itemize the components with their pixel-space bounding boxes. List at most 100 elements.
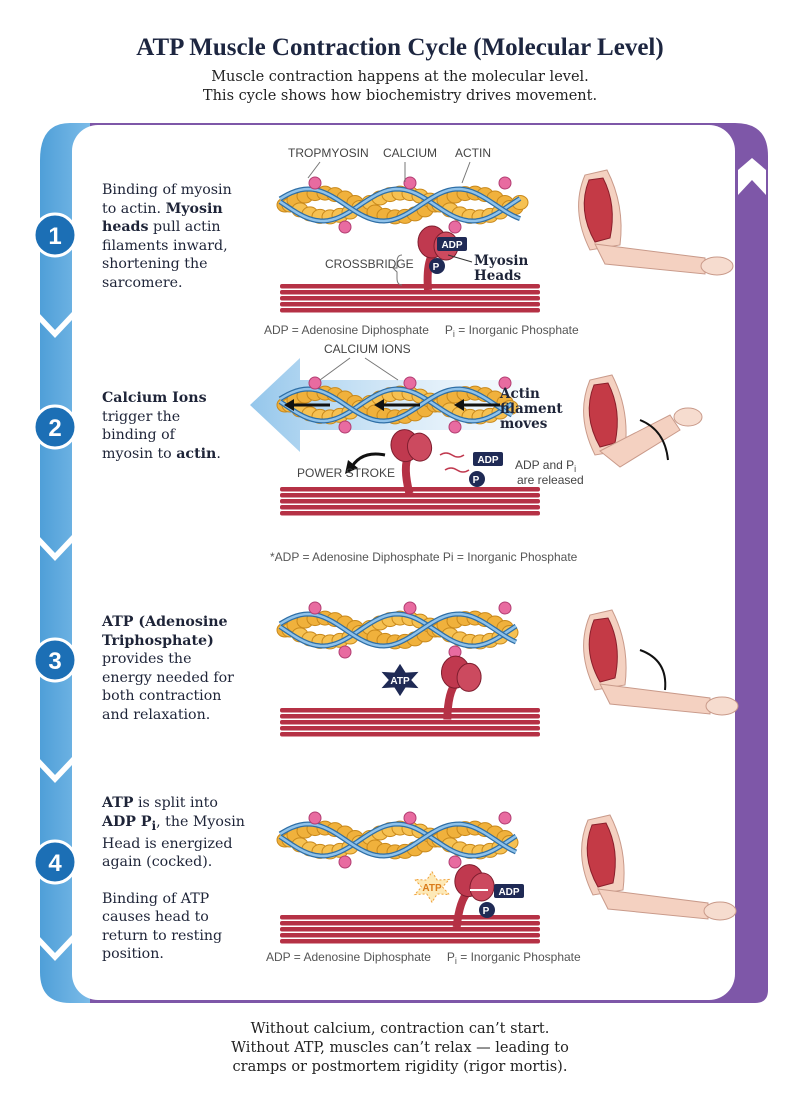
myosin-thick-filament [280, 720, 540, 725]
footer-line: cramps or postmortem rigidity (rigor mor… [232, 1059, 568, 1075]
footer-line: Without calcium, contraction can’t start… [250, 1021, 550, 1037]
myosin-head-lobe [406, 432, 433, 462]
released-label-2: are released [517, 473, 584, 487]
step-2-text: Calcium Ions trigger the binding of myos… [102, 390, 221, 462]
pi-badge [479, 902, 495, 918]
subtitle: Muscle contraction happens at the molecu… [0, 68, 800, 106]
calcium-ion [498, 811, 512, 825]
calcium-ion [308, 376, 322, 390]
calcium-ion [338, 855, 352, 869]
myosin-head [452, 864, 495, 928]
pi-badge [429, 258, 445, 274]
myosin-thick-filament [280, 511, 540, 516]
calcium-ion [498, 176, 512, 190]
released-label: ADP and Pi [515, 458, 576, 474]
calcium-ion [403, 376, 417, 390]
hand [703, 901, 737, 921]
actin-moves-label: moves [500, 416, 548, 432]
forearm [594, 243, 706, 275]
arm-illustration [578, 169, 734, 276]
calcium-ion [308, 811, 322, 825]
up-arrowhead [738, 158, 766, 195]
tropomyosin-strand [279, 612, 517, 648]
pi-text: P [483, 906, 490, 917]
tropomyosin-label: TROPMYOSIN [288, 146, 369, 160]
blue-chevrons [38, 312, 72, 961]
tropomyosin-strand [279, 387, 513, 423]
calcium-ion [338, 645, 352, 659]
subtitle-line: This cycle shows how biochemistry drives… [202, 88, 598, 104]
step-badge-4 [32, 839, 78, 885]
calcium-ion [448, 420, 462, 434]
myosin-thick-filament [280, 284, 540, 289]
actin-label: ACTIN [455, 146, 491, 160]
myosin-heads-label: Myosin [474, 253, 529, 269]
step-badge-1 [32, 212, 78, 258]
myosin-thick-filament [280, 915, 540, 920]
myosin-thick-filament [280, 933, 540, 938]
biceps-muscle [588, 382, 618, 448]
tropomyosin-strand [279, 187, 521, 223]
adp-badge [473, 452, 503, 466]
arm-illustrations [578, 169, 739, 921]
pi-text: P [433, 262, 440, 273]
power-stroke-arrowhead [345, 460, 358, 474]
calcium-ion [308, 176, 322, 190]
step-1-text: Binding of myosin to actin. Myosin heads… [102, 182, 232, 291]
myosin-thick-filament [280, 505, 540, 510]
calcium-ion [498, 376, 512, 390]
calcium-ion [448, 855, 462, 869]
motion-arrowhead [284, 399, 294, 411]
step-number: 4 [48, 850, 62, 877]
footer-note: Without calcium, contraction can’t start… [0, 1020, 800, 1077]
calcium-ion [403, 601, 417, 615]
myosin-thick-filament [280, 927, 540, 932]
actin-moves-label: Actin [499, 386, 540, 402]
step-number: 3 [48, 648, 61, 675]
myosin-thick-filament [280, 732, 540, 737]
motion-arrowhead [454, 399, 464, 411]
atp-star [413, 870, 451, 904]
crossbridge-label: CROSSBRIDGE [325, 257, 414, 271]
tropomyosin-strand [279, 187, 521, 223]
adp-text: ADP [498, 887, 519, 898]
step-badge-3 [32, 637, 78, 683]
movement-arrow [639, 649, 667, 691]
arm-illustration [581, 814, 737, 921]
tropomyosin-strand [279, 822, 517, 858]
hand [673, 407, 703, 427]
footer-line: Without ATP, muscles can’t relax — leadi… [231, 1040, 569, 1056]
motion-arrowhead [374, 399, 384, 411]
hand [705, 696, 739, 716]
calcium-ion [338, 420, 352, 434]
atp-text: ATP [390, 676, 410, 687]
calcium-ion [403, 176, 417, 190]
myosin-thick-filament [280, 302, 540, 307]
myosin-thick-filament [280, 708, 540, 713]
tropomyosin-strand [279, 387, 513, 423]
calcium-ion [403, 811, 417, 825]
adp-text: ADP [477, 455, 498, 466]
myosin-thick-filament [280, 921, 540, 926]
myosin-thick-filament [280, 296, 540, 301]
forearm [599, 414, 681, 468]
power-stroke-label: POWER STROKE [297, 466, 395, 480]
biceps-muscle [586, 822, 616, 888]
movement-arrow [639, 419, 669, 461]
myosin-thick-filament [280, 308, 540, 313]
adp-badge [494, 884, 524, 898]
pi-badge [469, 471, 485, 487]
calcium-ions-label: CALCIUM IONS [324, 342, 411, 356]
calcium-ion [498, 601, 512, 615]
calcium-label: CALCIUM [383, 146, 437, 160]
adp-badge [437, 237, 467, 251]
step-badge-2 [32, 404, 78, 450]
forearm [599, 683, 711, 715]
myosin-head [440, 655, 482, 720]
atp-star [381, 663, 419, 697]
arm-illustration [583, 374, 703, 468]
